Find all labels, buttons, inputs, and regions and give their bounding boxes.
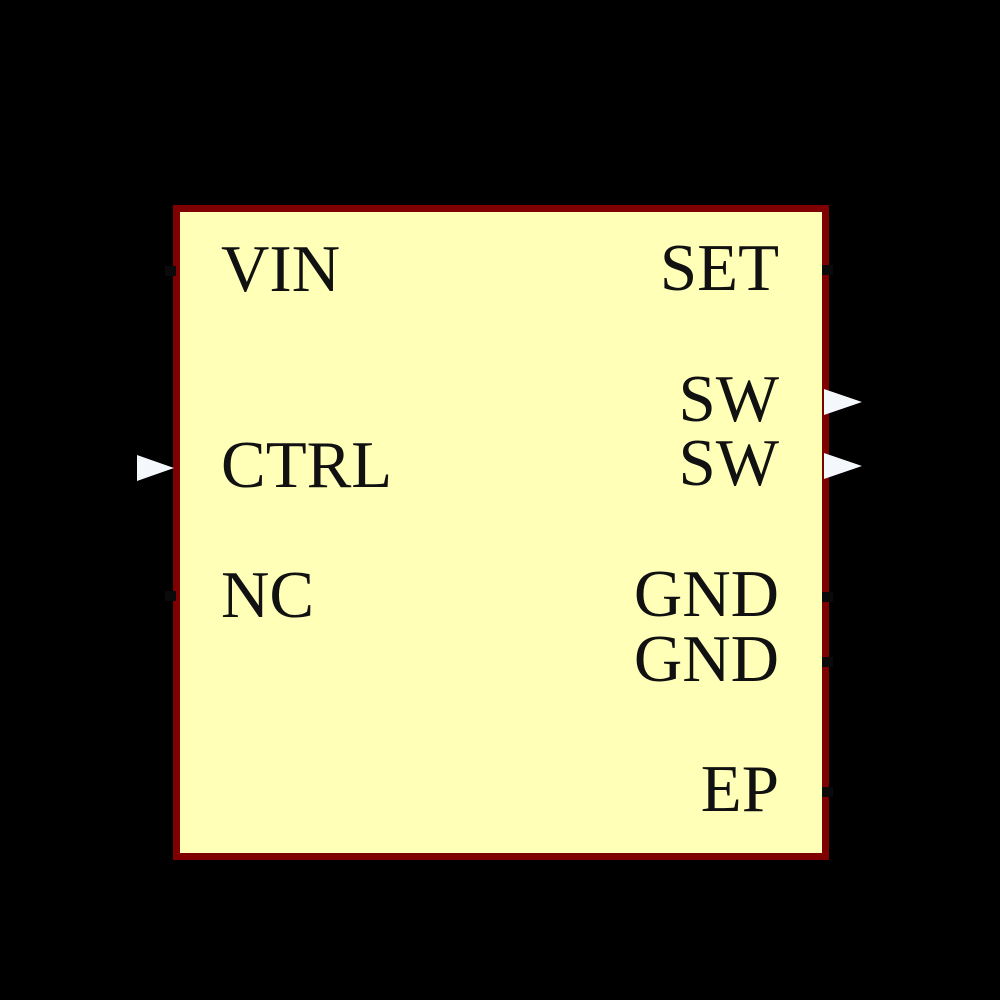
pin-label-ctrl: CTRL — [221, 427, 393, 502]
pin-label-nc: NC — [221, 557, 315, 632]
pin-stub-nc[interactable] — [165, 591, 176, 601]
pin-label-gnd-1: GND — [633, 556, 779, 631]
pin-stub-ep[interactable] — [822, 787, 833, 797]
input-arrow-icon-ctrl[interactable] — [137, 455, 174, 481]
pin-label-sw-1: SW — [678, 361, 780, 436]
pin-stub-set[interactable] — [822, 265, 833, 275]
pin-stub-gnd-2[interactable] — [822, 657, 833, 667]
pin-label-sw-2: SW — [678, 425, 780, 500]
pin-label-vin: VIN — [221, 231, 341, 306]
component-body[interactable] — [173, 205, 829, 860]
pin-label-set: SET — [659, 230, 779, 305]
pin-label-gnd-2: GND — [633, 621, 779, 696]
pin-label-ep: EP — [700, 751, 779, 826]
pin-stub-vin[interactable] — [165, 266, 176, 276]
pin-stub-gnd-1[interactable] — [822, 592, 833, 602]
output-arrow-icon-sw-1[interactable] — [824, 389, 862, 415]
output-arrow-icon-sw-2[interactable] — [824, 453, 862, 479]
